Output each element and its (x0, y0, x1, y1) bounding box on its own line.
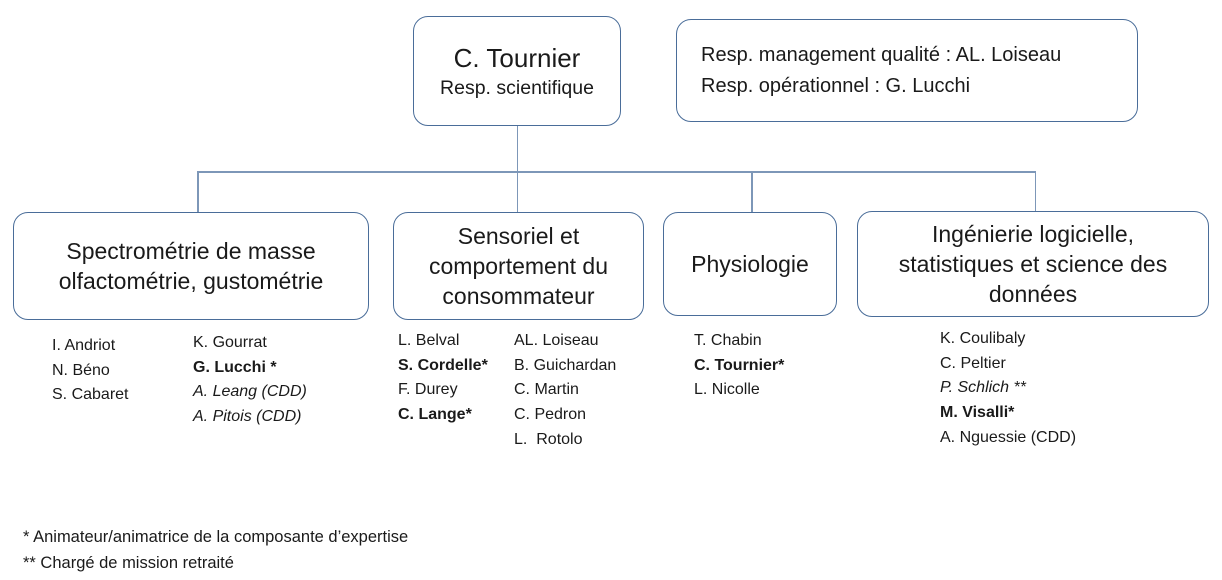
member-name: AL. Loiseau (514, 332, 599, 349)
member-name: S. Cabaret (52, 386, 129, 404)
member-name: M. Visalli* (940, 404, 1015, 422)
management-box: Resp. management qualité : AL. Loiseau R… (676, 19, 1138, 122)
member-name: I. Andriot (52, 337, 116, 354)
connector-drop-dept-1 (197, 171, 199, 212)
dept-title-physiologie: Physiologie (691, 251, 809, 277)
dept-title-ingenierie: Ingénierie logicielle, statistiques et s… (898, 221, 1168, 307)
member-name: C. Pedron (514, 406, 587, 424)
dept-box-ingenierie: Ingénierie logicielle, statistiques et s… (857, 211, 1209, 317)
member-name: B. Guichardan (514, 356, 617, 374)
member-name: T. Chabin (694, 332, 762, 349)
dept-box-spectrometrie: Spectrométrie de masse olfactométrie, gu… (13, 212, 369, 320)
member-name: N. Béno (52, 361, 110, 379)
top-box-resp-scientifique: C. Tournier Resp. scientifique (413, 16, 621, 126)
member-name: K. Gourrat (193, 334, 267, 351)
member-column-physiologie: T. Chabin C. Tournier* L. Nicolle (694, 329, 784, 403)
member-column-spectrometrie-1: I. Andriot N. Béno S. Cabaret (52, 334, 128, 408)
connector-drop-dept-3 (751, 171, 753, 212)
member-name: C. Tournier* (694, 356, 785, 374)
member-name: C. Peltier (940, 354, 1006, 372)
member-name: F. Durey (398, 381, 458, 399)
management-quality-line: Resp. management qualité : AL. Loiseau (701, 44, 1062, 66)
connector-drop-dept-4 (1034, 171, 1036, 211)
member-column-sensoriel-2: AL. Loiseau B. Guichardan C. Martin C. Pedr… (514, 329, 616, 453)
member-name: L. Rotolo (514, 430, 583, 448)
member-name: A. Nguessie (CDD) (940, 428, 1077, 446)
member-name: S. Cordelle* (398, 356, 488, 374)
member-name: C. Lange* (398, 406, 472, 424)
member-name: K. Coulibaly (940, 330, 1026, 347)
footnotes: * Animateur/animatrice de la composante … (23, 524, 408, 576)
connector-horizontal (197, 171, 1036, 173)
top-box-role: Resp. scientifique (440, 76, 594, 99)
dept-title-spectrometrie: Spectrométrie de masse olfactométrie, gu… (58, 238, 324, 294)
dept-title-sensoriel: Sensoriel et comportement du consommateu… (429, 223, 608, 309)
member-column-sensoriel-1: L. Belval S. Cordelle* F. Durey C. Lange* (398, 329, 488, 428)
member-column-spectrometrie-2: K. Gourrat G. Lucchi * A. Leang (CDD) A. Pi… (193, 331, 307, 430)
footnote-retired-officer: ** Chargé de mission retraité (23, 554, 234, 572)
member-name: L. Nicolle (694, 381, 760, 399)
member-name: L. Belval (398, 332, 460, 349)
member-name: P. Schlich ** (940, 379, 1026, 397)
connector-drop-dept-2 (516, 171, 518, 212)
management-operational-line: Resp. opérationnel : G. Lucchi (701, 74, 971, 97)
footnote-expertise-lead: * Animateur/animatrice de la composante … (23, 528, 409, 546)
member-name: A. Leang (CDD) (193, 383, 307, 401)
top-box-name: C. Tournier (453, 42, 581, 73)
member-column-ingenierie: K. Coulibaly C. Peltier P. Schlich ** M. Vi… (940, 327, 1076, 451)
connector-top-vertical (516, 126, 518, 172)
dept-box-physiologie: Physiologie (663, 212, 837, 316)
member-name: G. Lucchi * (193, 358, 277, 376)
member-name: C. Martin (514, 381, 579, 399)
dept-box-sensoriel: Sensoriel et comportement du consommateu… (393, 212, 644, 320)
member-name: A. Pitois (CDD) (193, 408, 302, 426)
